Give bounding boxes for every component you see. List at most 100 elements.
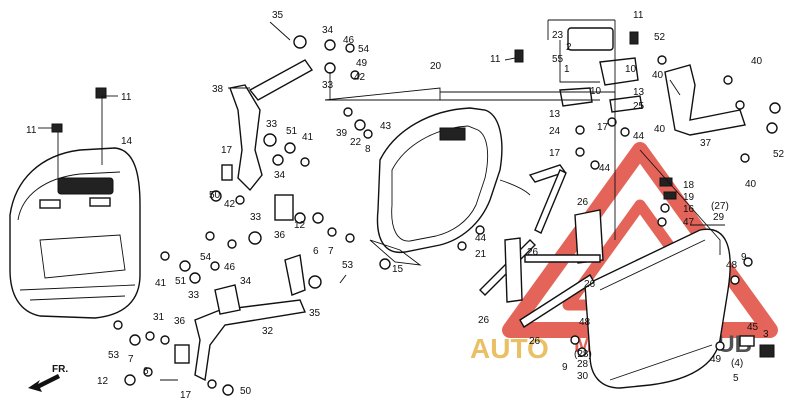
callout: 50 bbox=[209, 190, 221, 201]
callout: 42 bbox=[354, 72, 366, 83]
callout: 54 bbox=[200, 252, 212, 263]
callout: 46 bbox=[224, 262, 236, 273]
callout: 35 bbox=[272, 10, 284, 21]
callout: 30 bbox=[577, 371, 589, 382]
callout: 2 bbox=[566, 42, 572, 53]
callout: 19 bbox=[683, 192, 695, 203]
callout: 41 bbox=[302, 132, 314, 143]
callout: 11 bbox=[26, 125, 37, 136]
callout: 26 bbox=[529, 336, 541, 347]
callout: 13 bbox=[549, 109, 561, 120]
callout: 5 bbox=[733, 373, 739, 384]
callout: 52 bbox=[773, 149, 785, 160]
callout: 44 bbox=[599, 163, 611, 174]
callout: 17 bbox=[221, 145, 233, 156]
callout: 38 bbox=[212, 84, 224, 95]
callout: 8 bbox=[365, 144, 371, 155]
callout: 23 bbox=[552, 30, 564, 41]
callout: 42 bbox=[224, 199, 236, 210]
callout: 34 bbox=[274, 170, 286, 181]
callout: 45 bbox=[747, 322, 759, 333]
callout: 40 bbox=[654, 124, 666, 135]
callout: 33 bbox=[322, 80, 334, 91]
direction-label: FR. bbox=[52, 364, 68, 375]
callout: 35 bbox=[309, 308, 321, 319]
callout: 7 bbox=[128, 354, 134, 365]
side-cover bbox=[584, 228, 731, 389]
callout: 26 bbox=[584, 279, 596, 290]
callout: 6 bbox=[313, 246, 319, 257]
callout: 15 bbox=[392, 264, 404, 275]
callout: (27) bbox=[711, 201, 729, 212]
callout: 21 bbox=[475, 249, 487, 260]
support-stays bbox=[479, 164, 604, 328]
callout: 43 bbox=[380, 121, 392, 132]
callout: 53 bbox=[342, 260, 354, 271]
callout: 33 bbox=[250, 212, 262, 223]
callout: 12 bbox=[97, 376, 109, 387]
case-body bbox=[369, 107, 531, 266]
callout: 10 bbox=[625, 64, 637, 75]
callout: 48 bbox=[726, 260, 738, 271]
callout: 11 bbox=[490, 54, 501, 65]
callout: (28) bbox=[574, 349, 592, 360]
callout: 34 bbox=[322, 25, 334, 36]
callout: 47 bbox=[683, 217, 695, 228]
callout: 18 bbox=[683, 180, 695, 191]
callout: 33 bbox=[188, 290, 200, 301]
callout: 17 bbox=[180, 390, 192, 401]
callout: 3 bbox=[763, 329, 769, 340]
callout: 55 bbox=[552, 54, 564, 65]
front-direction-arrow: FR. bbox=[28, 364, 68, 392]
callout: 39 bbox=[336, 128, 348, 139]
callout: 13 bbox=[633, 87, 645, 98]
callout: 24 bbox=[549, 126, 561, 137]
callout: 17 bbox=[549, 148, 561, 159]
callout: 14 bbox=[121, 136, 133, 147]
callout: 20 bbox=[430, 61, 442, 72]
callout: 49 bbox=[356, 58, 368, 69]
callout: 16 bbox=[683, 204, 695, 215]
leader-lines bbox=[38, 19, 725, 381]
callout: 44 bbox=[633, 131, 645, 142]
callout: 25 bbox=[633, 101, 645, 112]
callout: 49 bbox=[710, 354, 722, 365]
bracket-32 bbox=[194, 254, 306, 382]
callout: 33 bbox=[266, 119, 278, 130]
callout: 41 bbox=[155, 278, 167, 289]
callout-labels: 11 11 14 38 35 34 46 54 33 42 49 20 33 5… bbox=[26, 10, 785, 401]
callout: 1 bbox=[564, 64, 570, 75]
callout: 37 bbox=[700, 138, 712, 149]
callout: 31 bbox=[153, 312, 165, 323]
callout: 40 bbox=[652, 70, 664, 81]
callout: 48 bbox=[579, 317, 591, 328]
left-saddlebag bbox=[9, 147, 141, 319]
callout: 36 bbox=[274, 230, 286, 241]
bracket-38 bbox=[229, 35, 314, 192]
callout: 10 bbox=[590, 86, 602, 97]
callout: 9 bbox=[562, 362, 568, 373]
callout: 40 bbox=[751, 56, 763, 67]
callout: 12 bbox=[294, 220, 306, 231]
callout: 26 bbox=[478, 315, 490, 326]
callout: 28 bbox=[577, 359, 589, 370]
fasteners bbox=[51, 31, 781, 396]
callout: 11 bbox=[633, 10, 644, 21]
callout: 53 bbox=[108, 350, 120, 361]
callout: 52 bbox=[654, 32, 666, 43]
watermark-auto: AUTO bbox=[470, 333, 549, 364]
callout: 34 bbox=[240, 276, 252, 287]
callout: 26 bbox=[527, 247, 539, 258]
callout: (4) bbox=[731, 358, 743, 369]
callout: 44 bbox=[475, 233, 487, 244]
callout: 54 bbox=[358, 44, 370, 55]
bracket-37 bbox=[664, 64, 746, 136]
callout: 51 bbox=[286, 126, 298, 137]
callout: 6 bbox=[143, 366, 149, 377]
callout: 11 bbox=[121, 92, 132, 103]
hinge-plate bbox=[559, 27, 643, 113]
callout: 32 bbox=[262, 326, 274, 337]
callout: 51 bbox=[175, 276, 187, 287]
callout: 36 bbox=[174, 316, 186, 327]
